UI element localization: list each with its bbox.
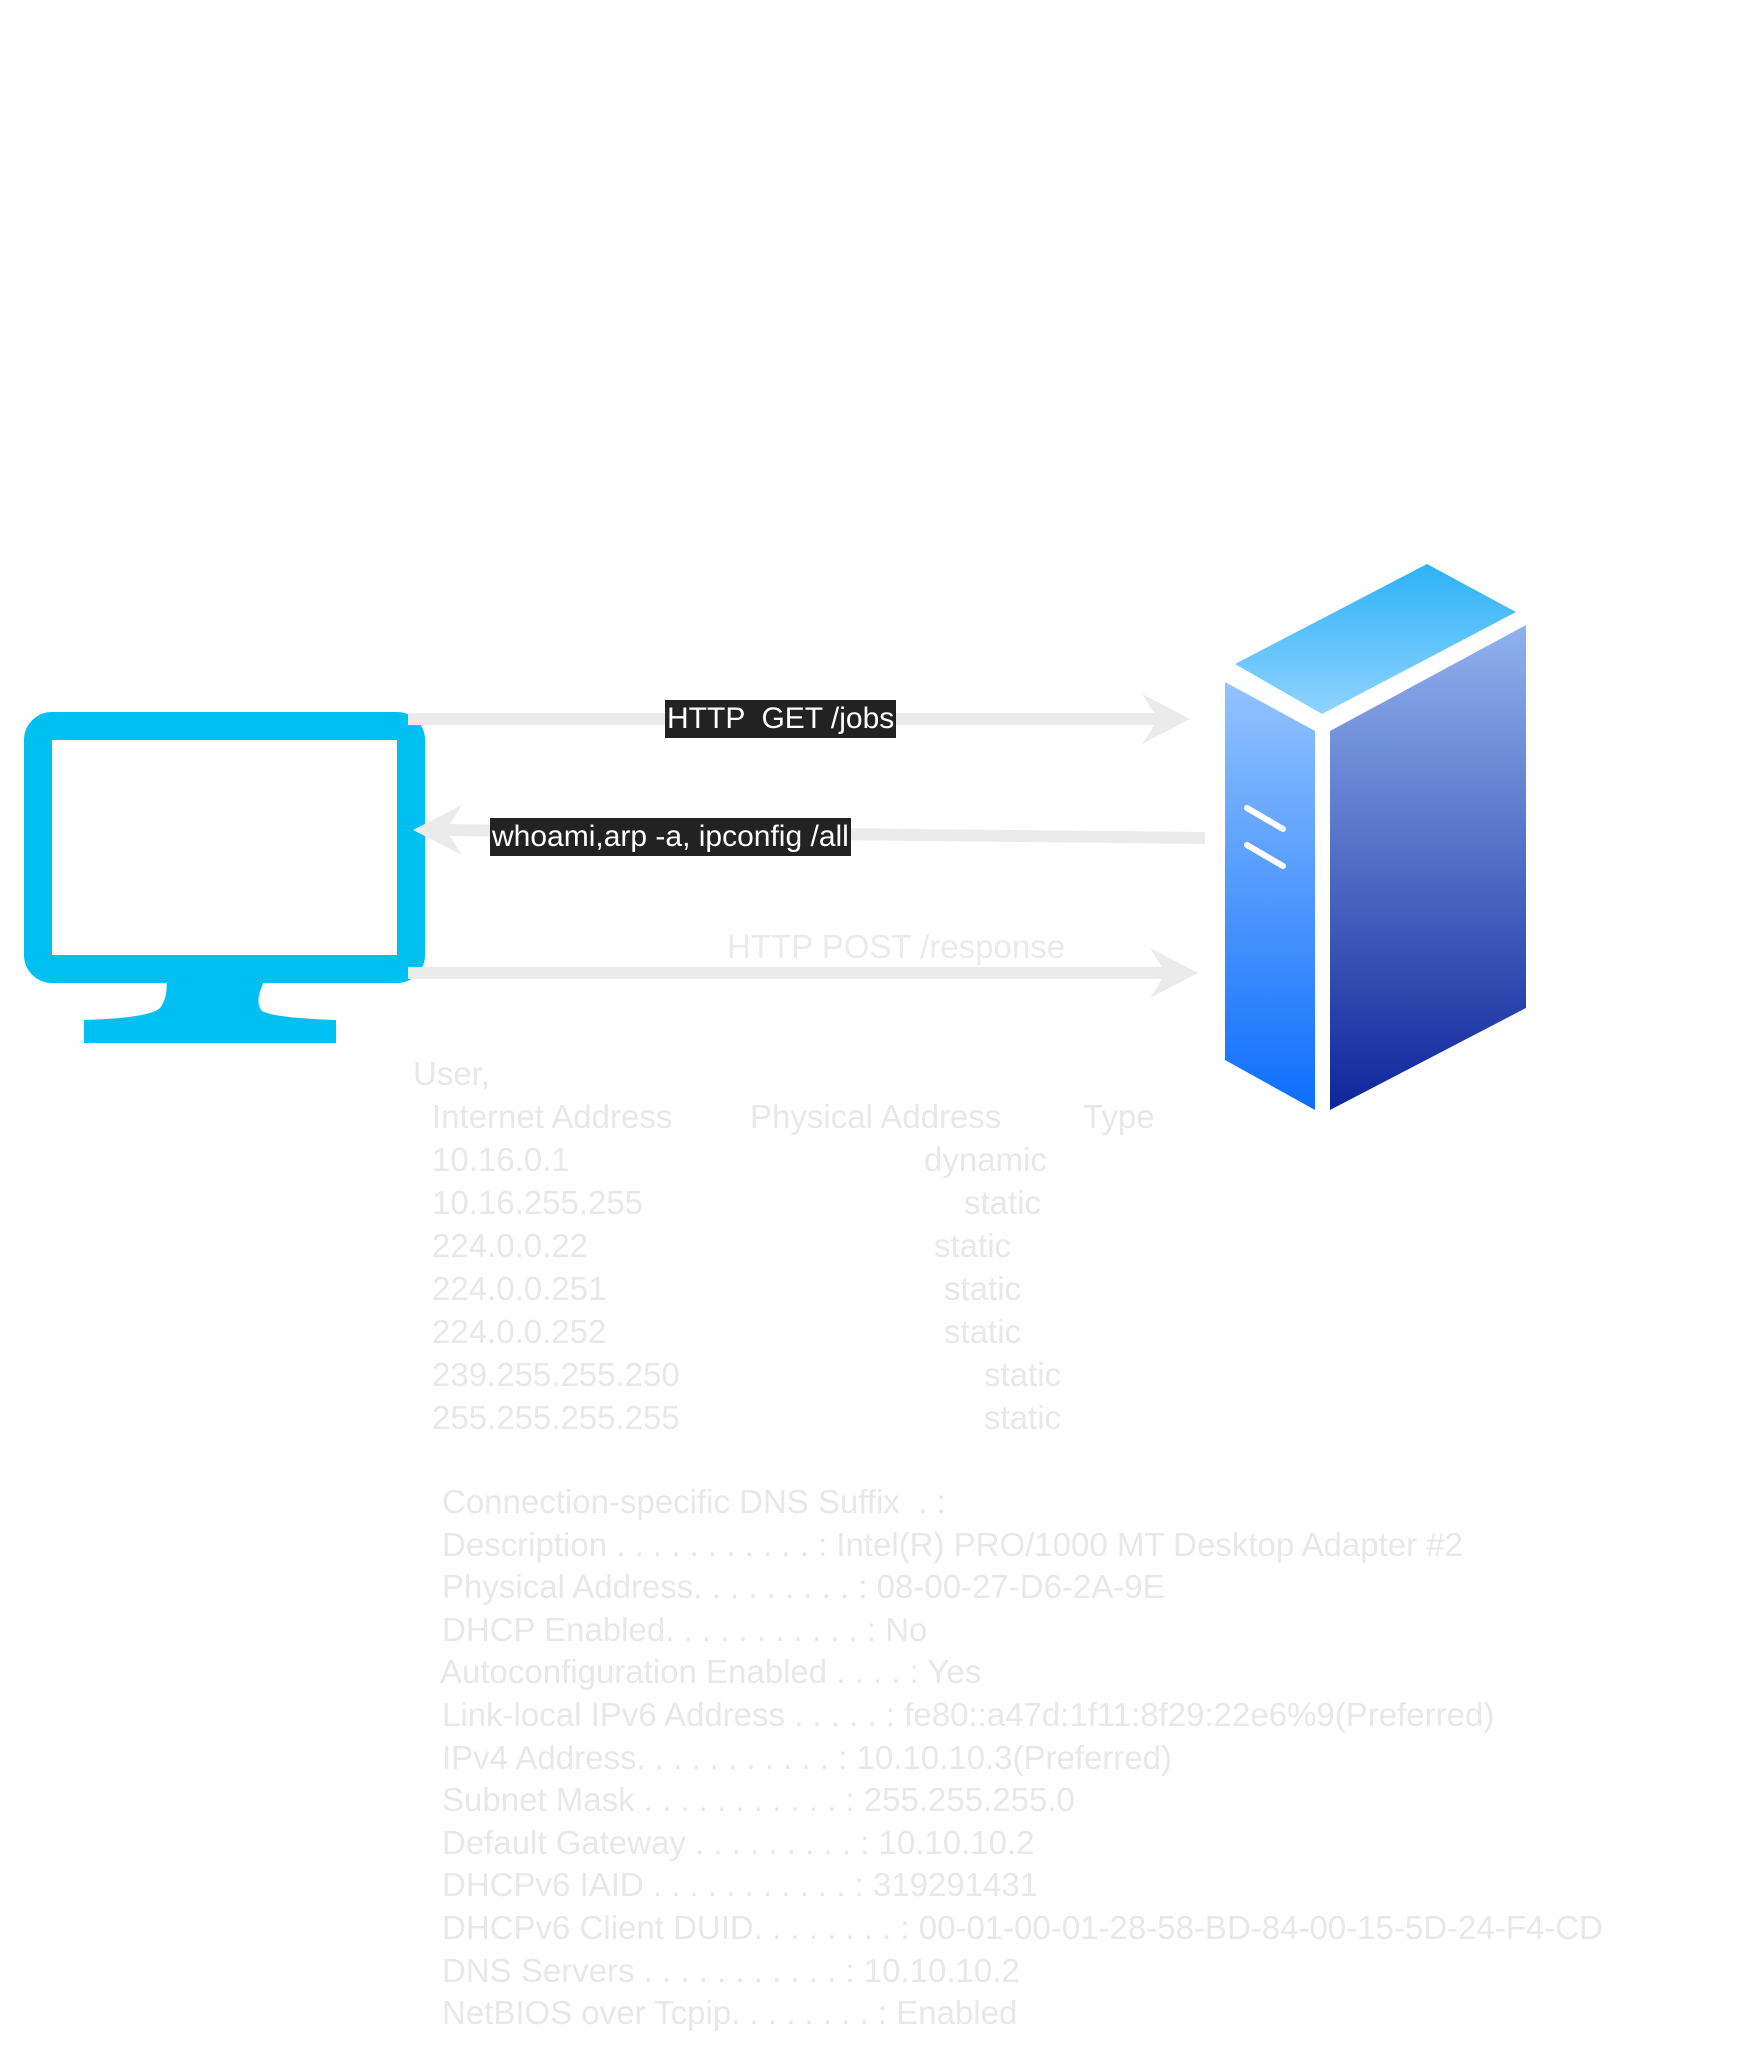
arp-row-type: static	[944, 1270, 1022, 1307]
ipconfig-line: DHCPv6 IAID . . . . . . . . . . . : 3192…	[442, 1866, 1039, 1904]
ipconfig-line: Autoconfiguration Enabled . . . . : Yes	[440, 1653, 982, 1691]
arp-row-type: static	[984, 1356, 1062, 1393]
arp-row-address: 224.0.0.252	[432, 1313, 607, 1350]
arp-col-physical-address: Physical Address	[750, 1098, 1002, 1135]
arp-row-address: 10.16.0.1	[432, 1141, 570, 1178]
ipconfig-line: Link-local IPv6 Address . . . . . : fe80…	[442, 1695, 1495, 1733]
ipconfig-line: Default Gateway . . . . . . . . . : 10.1…	[442, 1823, 1035, 1861]
ipconfig-line: NetBIOS over Tcpip. . . . . . . . : Enab…	[442, 1994, 1018, 2032]
arp-row-type: static	[944, 1313, 1022, 1350]
server-tower-icon	[1225, 564, 1526, 1110]
arp-heading: User,	[413, 1055, 491, 1092]
arp-row-type: static	[964, 1184, 1042, 1221]
desktop-monitor-icon	[24, 712, 425, 1043]
arp-col-type: Type	[1083, 1098, 1155, 1135]
ipconfig-line: DHCPv6 Client DUID. . . . . . . . : 00-0…	[442, 1908, 1603, 1946]
arrow-post-response	[408, 948, 1198, 998]
arrow-label-post-response: HTTP POST /response	[727, 928, 1066, 965]
ipconfig-line: Connection-specific DNS Suffix . :	[442, 1483, 946, 1520]
ipconfig-line: DHCP Enabled. . . . . . . . . . . : No	[442, 1610, 928, 1648]
ipconfig-line: Physical Address. . . . . . . . . : 08-0…	[442, 1568, 1165, 1606]
arp-row-type: static	[934, 1227, 1012, 1264]
arp-row-type: dynamic	[924, 1141, 1047, 1178]
arp-row-address: 224.0.0.22	[432, 1227, 588, 1264]
arp-row-address: 255.255.255.255	[432, 1399, 680, 1436]
arp-row-type: static	[984, 1399, 1062, 1436]
ipconfig-line: Subnet Mask . . . . . . . . . . . : 255.…	[442, 1781, 1075, 1819]
arp-row-address: 239.255.255.250	[432, 1356, 680, 1393]
arrow-label-commands: whoami,arp -a, ipconfig /all	[490, 818, 851, 856]
ipconfig-line: DNS Servers . . . . . . . . . . . : 10.1…	[442, 1951, 1020, 1989]
arp-row-address: 10.16.255.255	[432, 1184, 644, 1221]
arp-row-address: 224.0.0.251	[432, 1270, 607, 1307]
ipconfig-output: Connection-specific DNS Suffix . : Descr…	[440, 1481, 1603, 2035]
arrow-label-get-jobs: HTTP GET /jobs	[665, 700, 897, 738]
ipconfig-line: IPv4 Address. . . . . . . . . . . : 10.1…	[442, 1738, 1172, 1776]
ipconfig-line: Description . . . . . . . . . . . : Inte…	[442, 1525, 1463, 1563]
arp-col-internet-address: Internet Address	[432, 1098, 673, 1135]
